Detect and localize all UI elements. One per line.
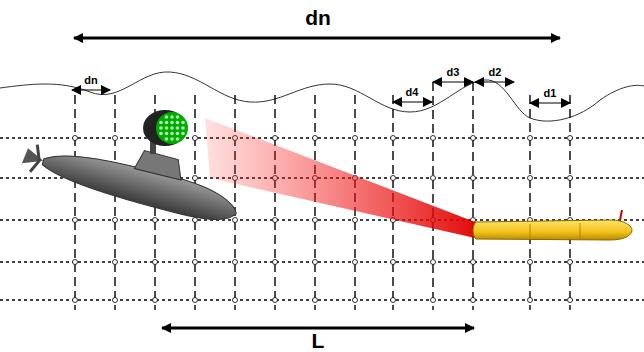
dimension-label: dn <box>305 7 331 28</box>
dimension-label: L <box>312 330 325 351</box>
spacing-label: d1 <box>544 88 557 99</box>
spacing-label: dn <box>84 75 97 86</box>
spacing-label: d2 <box>489 67 502 78</box>
spacing-label: d3 <box>447 67 460 78</box>
spacing-label: d4 <box>406 87 419 98</box>
